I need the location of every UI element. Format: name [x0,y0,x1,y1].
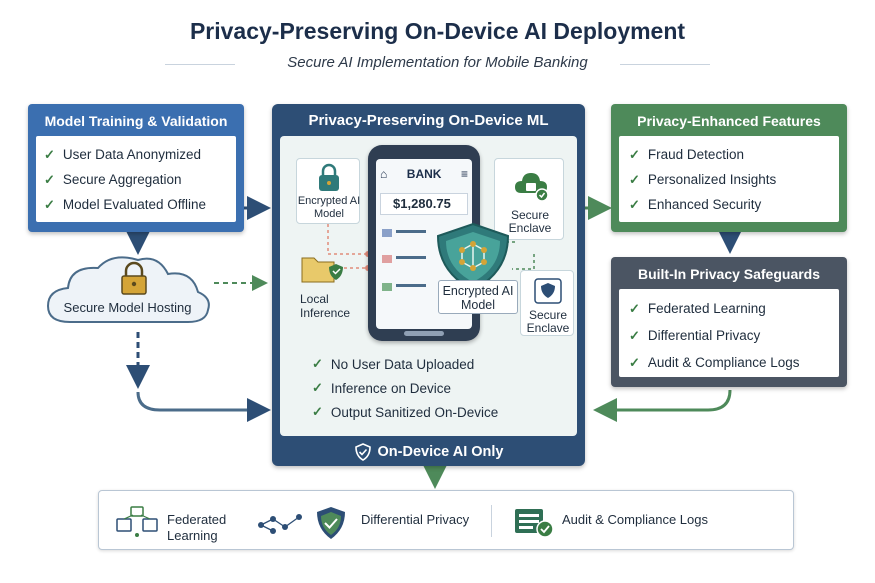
privacy-safeguards-panel: Built-In Privacy Safeguards ✓Federated L… [611,257,847,387]
secure-enclave-top-label: Secure Enclave [508,208,552,235]
cloud-icon [46,256,210,323]
network-nodes-icon [258,514,302,534]
check-icon: ✓ [44,171,55,187]
arrow-safeguards-to-center [593,389,732,422]
check-icon: ✓ [629,196,640,212]
row-line [396,256,426,259]
encrypted-model-card: Encrypted AI Model [296,158,360,224]
list-item: ✓Inference on Device [312,380,451,396]
privacy-features-title: Privacy-Enhanced Features [637,113,821,129]
row-marker [382,229,392,237]
bottom-item-audit: Audit & Compliance Logs [562,512,708,527]
lock-icon [319,163,339,191]
check-icon: ✓ [629,146,640,162]
check-icon: ✓ [312,356,323,371]
encrypted-ai-chip-label: Encrypted AI Model [438,280,518,314]
federated-learning-icon [116,506,158,537]
menu-icon: ≡ [460,167,468,181]
local-inference-card: Local Inference [296,246,362,324]
check-icon: ✓ [312,380,323,395]
shield-icon [534,278,562,304]
list-item: ✓Audit & Compliance Logs [629,354,800,371]
row-marker [382,283,392,291]
differential-privacy-shield-icon [317,507,345,539]
cloud-lock-icon [515,173,549,202]
secure-model-hosting-cloud: Secure Model Hosting [40,250,215,330]
divider [491,505,492,537]
list-item: ✓No User Data Uploaded [312,356,475,372]
phone-header: ⌂ BANK ≡ [380,167,468,181]
check-icon: ✓ [44,146,55,162]
bottom-item-federated: Federated Learning [167,512,227,543]
shield-check-icon [354,443,371,461]
secure-enclave-bottom-label: Secure Enclave [526,308,570,335]
list-item: ✓Personalized Insights [629,171,777,188]
bottom-summary-bar: Federated Learning Differential Privacy … [98,490,794,550]
audit-logs-icon [515,509,554,538]
cloud-label: Secure Model Hosting [63,300,192,315]
center-checklist: ✓No User Data Uploaded ✓Inference on Dev… [312,352,572,424]
ai-network-shield-icon [436,222,510,292]
list-item: ✓User Data Anonymized [44,146,201,163]
list-item: ✓Differential Privacy [629,327,761,344]
page-title: Privacy-Preserving On-Device AI Deployme… [189,18,686,44]
model-training-title: Model Training & Validation [44,113,228,129]
check-icon: ✓ [629,171,640,187]
secure-enclave-bottom-card: Secure Enclave [520,270,574,336]
bank-building-icon: ⌂ [380,167,388,181]
encrypted-model-label: Encrypted AI Model [297,195,361,220]
on-device-ml-title: Privacy-Preserving On-Device ML [308,112,549,129]
folder-shield-icon [301,257,343,283]
list-item: ✓Enhanced Security [629,196,762,213]
balance-display: $1,280.75 [380,193,468,215]
row-line [396,230,426,233]
bottom-item-differential: Differential Privacy [361,512,470,527]
row-line [396,284,426,287]
phone-home-bar [404,331,444,336]
secure-enclave-top-card: Secure Enclave [494,158,564,240]
check-icon: ✓ [312,404,323,419]
page-subtitle: Secure AI Implementation for Mobile Bank… [287,54,588,71]
list-item: ✓Federated Learning [629,300,766,317]
list-item: ✓Output Sanitized On-Device [312,404,499,420]
check-icon: ✓ [629,327,640,343]
privacy-features-list: ✓Fraud Detection ✓Personalized Insights … [619,136,839,222]
list-item: ✓Secure Aggregation [44,171,182,188]
check-icon: ✓ [629,300,640,316]
check-icon: ✓ [629,354,640,370]
arrow-curve-to-center [136,391,271,422]
privacy-features-panel: Privacy-Enhanced Features ✓Fraud Detecti… [611,104,847,232]
check-icon: ✓ [44,196,55,212]
model-training-list: ✓User Data Anonymized ✓Secure Aggregatio… [36,136,236,222]
model-training-panel: Model Training & Validation ✓User Data A… [28,104,244,232]
row-marker [382,255,392,263]
privacy-safeguards-list: ✓Federated Learning ✓Differential Privac… [619,289,839,377]
subtitle-rule-right [620,64,710,65]
privacy-safeguards-title: Built-In Privacy Safeguards [637,266,821,282]
list-item: ✓Model Evaluated Offline [44,196,206,213]
local-inference-label: Local Inference [300,292,351,320]
list-item: ✓Fraud Detection [629,146,744,163]
subtitle-rule-left [165,64,235,65]
on-device-footer: On-Device AI Only [272,440,585,464]
